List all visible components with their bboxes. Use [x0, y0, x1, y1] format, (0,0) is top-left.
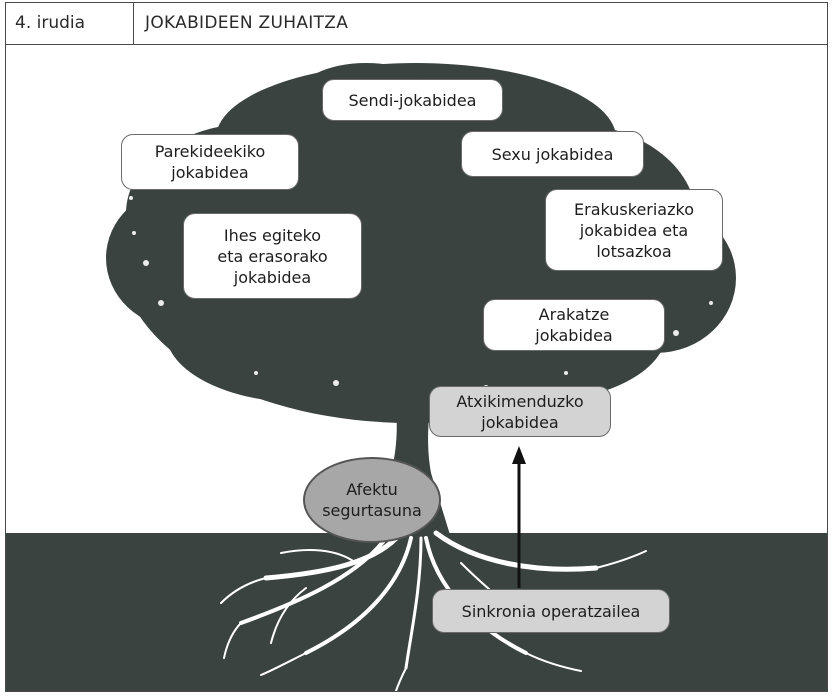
figure-number: 4. irudia [6, 3, 134, 44]
label-sinkronia: Sinkronia operatzailea [432, 589, 670, 633]
figure-frame: 4. irudia JOKABIDEEN ZUHAITZA Sendi-joka… [5, 2, 828, 692]
label-erakuskeriazko: Erakuskeriazko jokabidea eta lotsazkoa [545, 189, 723, 271]
label-parekideekiko: Parekideekiko jokabidea [121, 134, 299, 190]
label-arakatze: Arakatze jokabidea [483, 299, 665, 351]
label-erakuskeriazko-text: Erakuskeriazko jokabidea eta lotsazkoa [574, 199, 694, 261]
label-arakatze-text: Arakatze jokabidea [535, 305, 613, 345]
upward-arrow [512, 446, 526, 588]
label-sendi: Sendi-jokabidea [322, 79, 503, 121]
afektu-oval: Afektu segurtasuna [303, 457, 441, 543]
label-parekideekiko-text: Parekideekiko jokabidea [154, 142, 266, 182]
afektu-text: Afektu segurtasuna [322, 480, 422, 520]
label-sexu-text: Sexu jokabidea [491, 144, 614, 164]
label-ihes-text: Ihes egiteko eta erasorako jokabidea [217, 225, 328, 287]
label-ihes: Ihes egiteko eta erasorako jokabidea [183, 213, 362, 299]
ground [6, 533, 827, 691]
label-sexu: Sexu jokabidea [461, 131, 644, 177]
label-atxikimenduzko: Atxikimenduzko jokabidea [429, 386, 611, 437]
figure-title: JOKABIDEEN ZUHAITZA [145, 13, 349, 33]
figure-header: 4. irudia JOKABIDEEN ZUHAITZA [6, 3, 827, 45]
label-sendi-text: Sendi-jokabidea [348, 90, 477, 110]
label-sinkronia-text: Sinkronia operatzailea [461, 601, 641, 621]
label-atxikimenduzko-text: Atxikimenduzko jokabidea [456, 391, 584, 432]
